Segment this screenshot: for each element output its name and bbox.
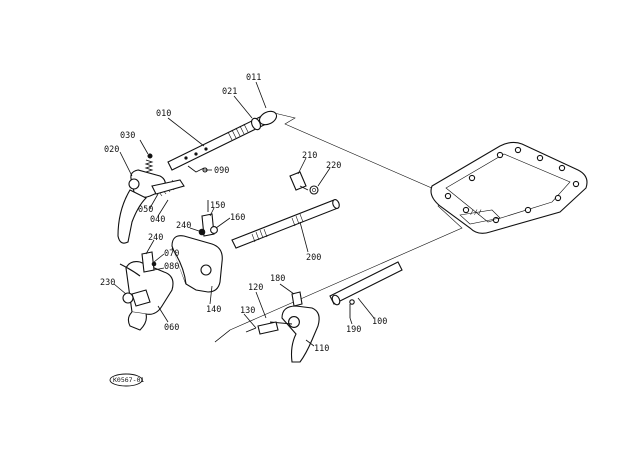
label-050: 050 [138, 205, 153, 215]
label-240-lower: 240 [148, 233, 163, 243]
part-labels: 011 021 010 030 020 090 050 040 150 160 … [100, 73, 387, 354]
label-020: 020 [104, 145, 119, 155]
label-070: 070 [164, 249, 179, 259]
cover-plate: /// [430, 141, 588, 234]
label-240-upper: 240 [176, 221, 191, 231]
label-100: 100 [372, 317, 387, 327]
label-090: 090 [214, 166, 229, 176]
label-040: 040 [150, 215, 165, 225]
label-120: 120 [248, 283, 263, 293]
shift-rod-100 [329, 261, 403, 318]
shift-fork-110 [245, 291, 320, 363]
label-021: 021 [222, 87, 237, 97]
label-190: 190 [346, 325, 361, 335]
label-060: 060 [164, 323, 179, 333]
diagram-code-stamp: K0567-01 [109, 373, 144, 387]
label-140: 140 [206, 305, 221, 315]
svg-text:///: /// [470, 208, 482, 216]
label-210: 210 [302, 151, 317, 161]
label-220: 220 [326, 161, 341, 171]
label-110: 110 [314, 344, 329, 354]
label-150: 150 [210, 201, 225, 211]
label-200: 200 [306, 253, 321, 263]
shift-fork-140 [171, 200, 223, 293]
shift-rod-010 [167, 110, 278, 173]
label-230: 230 [100, 278, 115, 288]
leader-lines [113, 81, 375, 347]
diagram-code: K0567-01 [113, 376, 144, 384]
shift-rod-200 [231, 171, 340, 249]
label-030: 030 [120, 131, 135, 141]
label-180: 180 [270, 274, 285, 284]
label-080: 080 [164, 262, 179, 272]
label-130: 130 [240, 306, 255, 316]
label-160: 160 [230, 213, 245, 223]
label-011: 011 [246, 73, 261, 83]
shift-fork-020 [117, 153, 185, 244]
shift-fork-060 [119, 251, 174, 331]
label-010: 010 [156, 109, 171, 119]
